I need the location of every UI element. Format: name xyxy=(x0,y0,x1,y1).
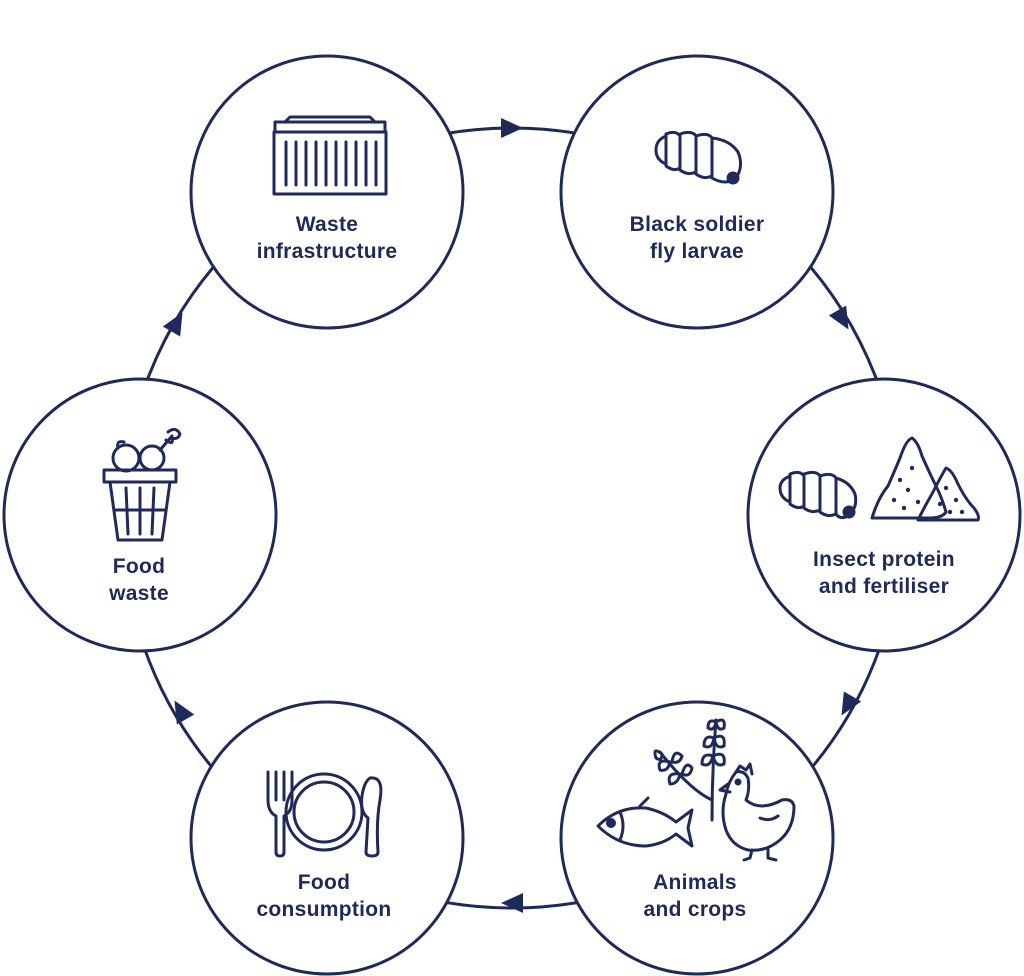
stage-circle-food-consumption xyxy=(189,700,465,976)
arrow-icon xyxy=(841,691,862,716)
waste-container-icon xyxy=(272,115,388,196)
stage-circles xyxy=(2,54,1022,976)
fish-wheat-chicken-icon xyxy=(596,718,796,862)
arrow-icon xyxy=(162,312,183,337)
arrow-icon xyxy=(828,305,849,330)
stage-circle-waste-infrastructure xyxy=(189,54,465,330)
stage-circle-animals-and-crops xyxy=(559,700,835,976)
larva-icon xyxy=(654,130,743,185)
arrow-icon xyxy=(174,700,195,725)
larva-and-fertiliser-piles-icon xyxy=(778,436,980,522)
arrow-icon xyxy=(501,118,523,138)
arrow-icon xyxy=(501,893,523,913)
flow-arrows xyxy=(162,118,862,913)
plate-fork-knife-icon xyxy=(266,770,383,858)
food-waste-bin-icon xyxy=(102,427,182,542)
stage-circle-black-soldier-fly-larvae xyxy=(559,54,835,330)
stage-circle-insect-protein-and-fertiliser xyxy=(746,377,1022,653)
